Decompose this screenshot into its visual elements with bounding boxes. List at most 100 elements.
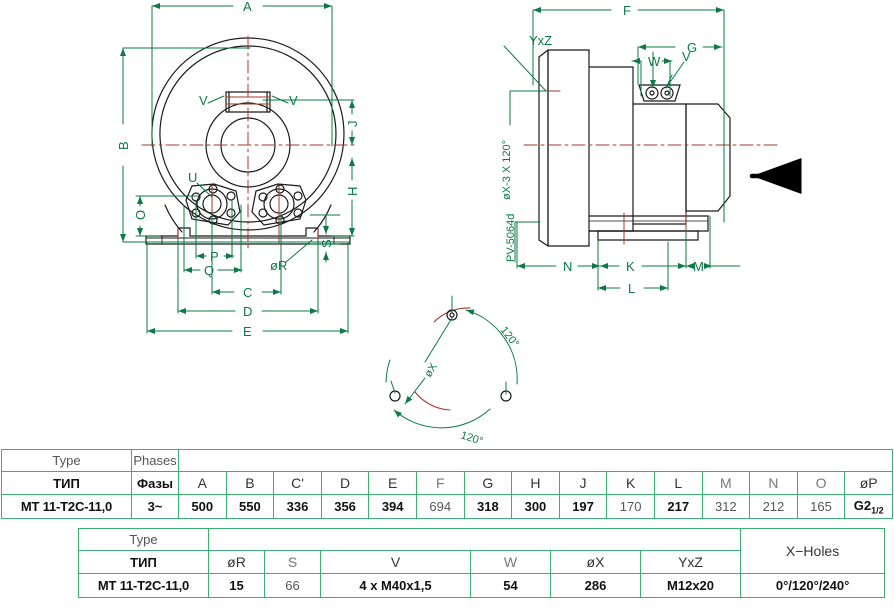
side-view-geometry <box>538 49 802 247</box>
col-header-A: A <box>178 471 227 495</box>
cell-model: МТ 11-Т2С-11,0 <box>1 494 132 519</box>
label-B: B <box>116 141 131 150</box>
dimensions-table-sub: Type X−Holes ТИП øR S V W øX YxZ МТ 11-Т… <box>78 528 886 598</box>
side-view-dimensions <box>503 7 741 291</box>
label-diameter-R: øR <box>270 258 287 273</box>
label-Q: Q <box>204 263 214 278</box>
cell-value-P-sub: 1/2 <box>871 505 884 516</box>
table-row: ТИП Фазы A B C' D E F G H J K L M N O øP <box>1 471 893 495</box>
col-header-YxZ: YxZ <box>639 550 742 574</box>
side-view-labels: F G W V YxZ øX-3 X 120° PV-5064d N K M L <box>501 3 704 296</box>
cell-value-G: 318 <box>463 494 513 519</box>
table-row: МТ 11-Т2С-11,0 3~ 500 550 336 356 394 69… <box>1 494 893 519</box>
label-A: A <box>243 0 252 14</box>
label-S: S <box>319 239 334 248</box>
label-diameter-X: øX <box>422 361 440 380</box>
col-header-W: W <box>470 550 551 574</box>
cell-blank-span <box>178 449 893 472</box>
cell-value-K: 170 <box>606 494 655 519</box>
cell-value-YxZ: M12x20 <box>639 573 742 598</box>
label-YxZ: YxZ <box>529 33 552 48</box>
col-header-P: øP <box>844 471 893 495</box>
cell-value-x-holes: 0°/120°/240° <box>740 573 886 598</box>
cell-model-sub: МТ 11-Т2С-11,0 <box>78 573 209 598</box>
label-W: W <box>648 54 661 69</box>
dimension-tables: Type Phases ТИП Фазы A B C' D E F G H J … <box>0 449 894 598</box>
cell-value-R: 15 <box>208 573 265 598</box>
col-header-N: N <box>749 471 798 495</box>
front-view-dimensions <box>120 3 355 334</box>
col-header-x-holes: X−Holes <box>740 528 886 574</box>
label-N: N <box>563 259 572 274</box>
cell-value-L: 217 <box>653 494 703 519</box>
dimensions-table-main: Type Phases ТИП Фазы A B C' D E F G H J … <box>1 449 893 519</box>
label-K: K <box>626 259 635 274</box>
col-header-D: D <box>320 471 370 495</box>
col-header-H: H <box>511 471 560 495</box>
cell-value-F: 694 <box>415 494 465 519</box>
cell-value-X: 286 <box>550 573 641 598</box>
table-row: ТИП øR S V W øX YxZ <box>78 550 885 574</box>
label-D: D <box>243 304 252 319</box>
col-header-L: L <box>653 471 703 495</box>
col-header-R: øR <box>208 550 265 574</box>
cell-value-C: 336 <box>273 494 322 519</box>
cell-phases-value: 3~ <box>131 494 179 519</box>
table-row: Type Phases <box>1 449 893 472</box>
front-view-centerlines <box>141 35 357 249</box>
label-V-side: V <box>682 49 691 64</box>
label-L: L <box>628 281 635 296</box>
col-header-F: F <box>415 471 465 495</box>
cell-value-A: 500 <box>178 494 227 519</box>
label-V-left: V <box>199 93 208 108</box>
label-O: O <box>133 210 148 220</box>
cell-type-ru: ТИП <box>1 471 132 495</box>
cell-phases-en: Phases <box>131 449 179 472</box>
col-header-C: C' <box>273 471 322 495</box>
col-header-K: K <box>606 471 655 495</box>
col-header-V: V <box>320 550 471 574</box>
label-E: E <box>243 324 252 339</box>
col-header-E: E <box>368 471 417 495</box>
cell-value-W: 54 <box>470 573 551 598</box>
table-row: Type X−Holes <box>78 528 886 574</box>
label-hole-note: øX-3 X 120° <box>501 140 513 200</box>
col-header-O: O <box>796 471 846 495</box>
col-header-B: B <box>225 471 275 495</box>
label-P: P <box>210 249 219 264</box>
cell-type-ru-sub: ТИП <box>78 550 209 574</box>
cell-type-en: Type <box>1 449 132 472</box>
cell-value-P: G21/2 <box>844 494 893 519</box>
label-C: C <box>243 285 252 300</box>
table-row: МТ 11-Т2С-11,0 15 66 4 x M40x1,5 54 286 … <box>78 573 886 598</box>
cell-blank-span-sub <box>207 528 742 551</box>
label-V-right: V <box>289 93 298 108</box>
col-header-S: S <box>264 550 321 574</box>
col-header-G: G <box>463 471 513 495</box>
col-header-J: J <box>558 471 608 495</box>
cell-value-V: 4 x M40x1,5 <box>320 573 471 598</box>
label-H: H <box>345 187 360 196</box>
col-header-M: M <box>701 471 751 495</box>
label-angle-bottom: 120° <box>459 429 484 447</box>
cell-value-B: 550 <box>225 494 275 519</box>
col-header-X: øX <box>550 550 641 574</box>
cell-value-P-main: G2 <box>853 497 872 513</box>
label-G: G <box>687 40 697 55</box>
label-M: M <box>693 259 704 274</box>
cell-value-O: 165 <box>796 494 846 519</box>
cell-value-S: 66 <box>264 573 321 598</box>
cell-value-D: 356 <box>320 494 370 519</box>
cell-value-H: 300 <box>511 494 560 519</box>
cell-phases-ru: Фазы <box>131 471 179 495</box>
cell-value-J: 197 <box>558 494 608 519</box>
cell-type-en-sub: Type <box>78 528 209 551</box>
bolt-circle-geometry: øX 120° 120° <box>385 295 521 448</box>
label-angle-top: 120° <box>498 324 521 349</box>
front-view-labels: A B J H S O P Q C D E V V U øR <box>116 0 360 339</box>
label-F: F <box>623 3 631 18</box>
label-U: U <box>188 170 197 185</box>
cell-value-E: 394 <box>368 494 417 519</box>
